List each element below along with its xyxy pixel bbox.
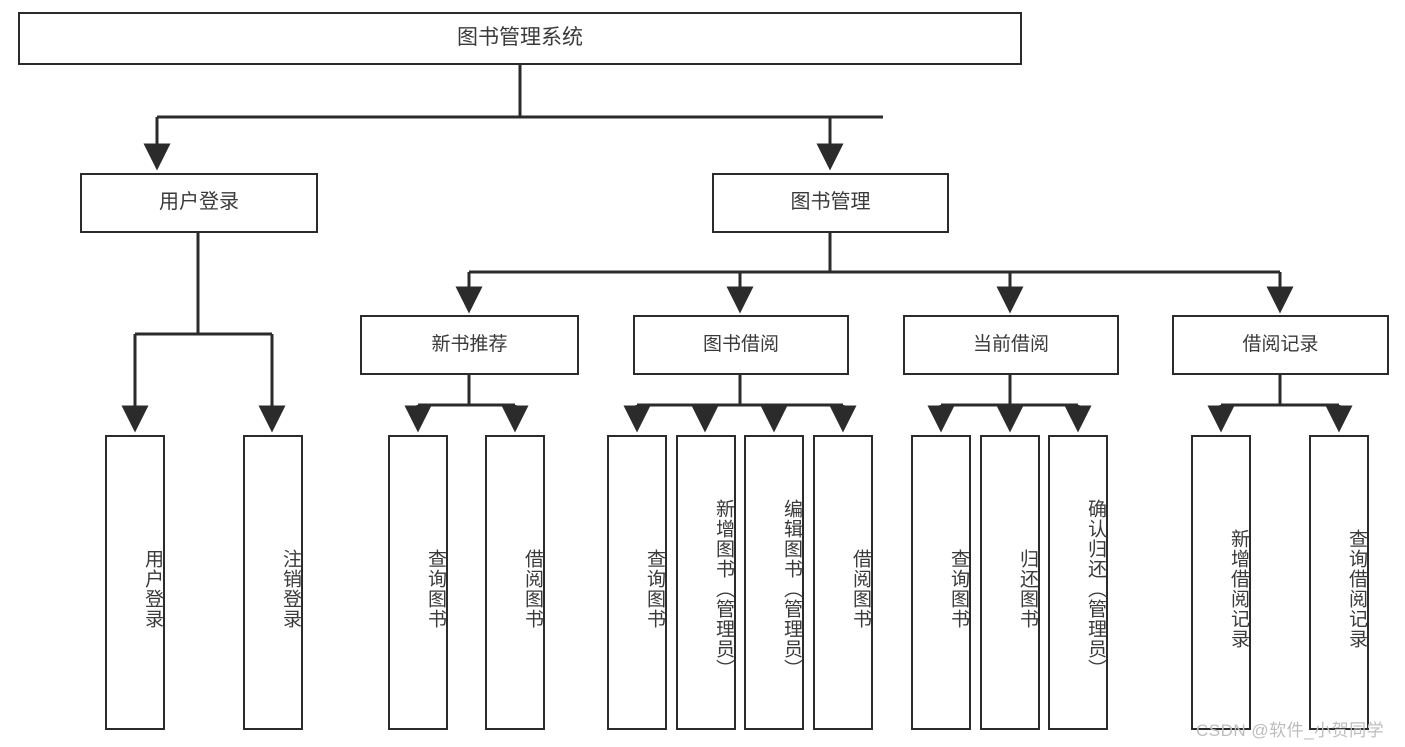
node-label: 查询借阅记录 [1346,528,1367,649]
node-label: 确认归还（管理员） [1085,498,1106,679]
leaf-user-login-login[interactable]: 用户登录 [105,435,165,730]
leaf-book-borrow-edit-book-admin[interactable]: 编辑图书（管理员） [744,435,804,730]
node-label: 归还图书 [1017,548,1038,629]
node-label: 图书管理 [790,191,871,214]
node-label: 新书推荐 [431,333,508,355]
leaf-new-book-query-book[interactable]: 查询图书 [388,435,448,730]
node-book-borrow[interactable]: 图书借阅 [633,315,849,375]
node-new-book-recommend[interactable]: 新书推荐 [360,315,579,375]
leaf-book-borrow-borrow-book[interactable]: 借阅图书 [813,435,873,730]
node-label: 用户登录 [142,548,163,629]
csdn-watermark: CSDN @软件_小贺同学 [1196,721,1385,740]
node-label: 图书借阅 [702,333,779,355]
leaf-book-borrow-query-book[interactable]: 查询图书 [607,435,667,730]
node-label: 用户登录 [159,191,239,214]
node-label: 借阅图书 [522,548,543,629]
node-label: 编辑图书（管理员） [781,498,802,679]
node-user-login[interactable]: 用户登录 [80,173,318,233]
node-current-borrow[interactable]: 当前借阅 [903,315,1119,375]
node-root-book-management-system[interactable]: 图书管理系统 [18,12,1022,65]
node-label: 查询图书 [644,548,665,629]
node-label: 查询图书 [948,548,969,629]
node-label: 注销登录 [280,548,301,629]
node-borrow-record[interactable]: 借阅记录 [1172,315,1389,375]
node-label: 新增图书（管理员） [713,498,734,679]
leaf-current-borrow-return-book[interactable]: 归还图书 [980,435,1040,730]
node-label: 借阅记录 [1242,333,1319,355]
leaf-borrow-record-add-record[interactable]: 新增借阅记录 [1191,435,1251,730]
node-label: 新增借阅记录 [1228,528,1249,649]
leaf-book-borrow-add-book-admin[interactable]: 新增图书（管理员） [676,435,736,730]
leaf-user-login-logout[interactable]: 注销登录 [243,435,303,730]
node-label: 借阅图书 [850,548,871,629]
node-label: 图书管理系统 [457,26,583,50]
node-book-management[interactable]: 图书管理 [712,173,949,233]
leaf-new-book-borrow-book[interactable]: 借阅图书 [485,435,545,730]
leaf-current-borrow-query-book[interactable]: 查询图书 [911,435,971,730]
node-label: 查询图书 [425,548,446,629]
leaf-current-borrow-confirm-return-admin[interactable]: 确认归还（管理员） [1048,435,1108,730]
leaf-borrow-record-query-record[interactable]: 查询借阅记录 [1309,435,1369,730]
node-label: 当前借阅 [972,333,1049,355]
